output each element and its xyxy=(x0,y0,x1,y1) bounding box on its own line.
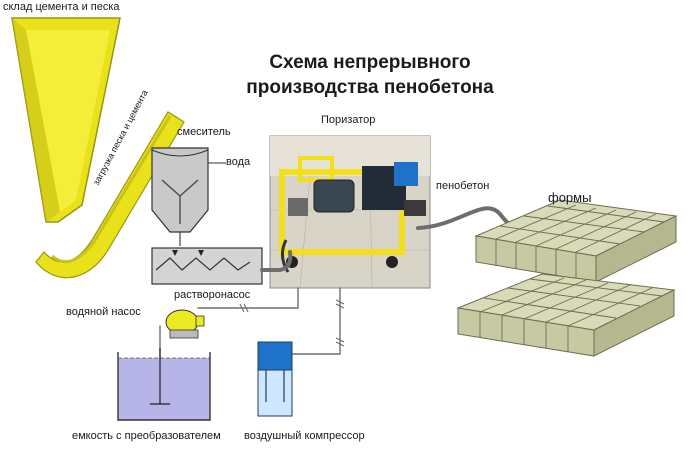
valve-marks xyxy=(239,299,345,347)
mold-bottom xyxy=(456,273,676,357)
mortar-hose xyxy=(260,250,293,272)
mixer xyxy=(151,147,226,246)
air-line xyxy=(291,287,341,355)
mortar-pump-label: растворонасос xyxy=(174,289,251,301)
conveyor xyxy=(35,111,185,279)
title-line-1: Схема непрерывного xyxy=(269,52,471,73)
porizator-machine xyxy=(269,135,431,289)
mold-top xyxy=(474,199,678,283)
porizator-label: Поризатор xyxy=(321,114,376,126)
cement-sand-silo xyxy=(11,17,121,223)
converter-tank xyxy=(117,348,211,421)
mortar-pump xyxy=(151,247,263,285)
water-pump xyxy=(165,309,205,339)
foam-concrete-label: пенобетон xyxy=(436,180,490,192)
air-compressor xyxy=(257,341,293,417)
water-line xyxy=(197,287,299,309)
mixer-label: смеситель xyxy=(177,126,231,138)
title-line-2: производства пенобетона xyxy=(246,77,494,98)
diagram-title: Схема непрерывного производства пенобето… xyxy=(200,50,540,100)
tank-label: емкость с преобразователем xyxy=(72,430,221,442)
water-pump-label: водяной насос xyxy=(66,306,141,318)
silo-label: склад цемента и песка xyxy=(3,1,120,13)
water-label: вода xyxy=(226,156,251,168)
compressor-label: воздушный компрессор xyxy=(244,430,365,442)
forms-label: формы xyxy=(548,190,592,205)
